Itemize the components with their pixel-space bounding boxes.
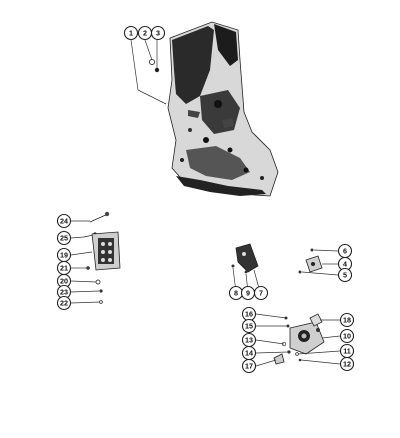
callout-label: 19 [60,251,68,260]
callout-label: 6 [343,247,347,256]
callout-label: 5 [343,271,347,280]
motor-assembly-10 [289,321,325,355]
callout-label: 24 [60,217,68,226]
callout-4: 4 [337,256,353,272]
callout-label: 20 [60,277,68,286]
callout-label: 15 [245,322,253,331]
callout-22: 22 [56,295,72,311]
callout-label: 8 [234,289,238,298]
cap-part-18 [309,313,323,327]
callout-label: 14 [245,349,253,358]
callout-label: 25 [60,234,68,243]
small-parts-lower [273,316,302,365]
callout-label: 7 [259,289,263,298]
callout-14: 14 [241,345,257,361]
callout-5: 5 [337,267,353,283]
callout-label: 21 [60,264,68,273]
callout-label: 2 [143,29,147,38]
callout-16: 16 [241,306,257,322]
callout-19: 19 [56,247,72,263]
callout-12: 12 [339,356,355,372]
callout-3: 3 [150,25,166,41]
main-bracket-plate [167,21,279,197]
callout-label: 3 [156,29,160,38]
callout-label: 18 [343,316,351,325]
switch-part-7 [235,243,259,273]
callout-13: 13 [241,332,257,348]
callout-25: 25 [56,230,72,246]
callout-2: 2 [137,25,153,41]
callout-label: 1 [129,29,133,38]
small-parts-8-9 [231,264,248,274]
callout-10: 10 [339,328,355,344]
callout-label: 4 [343,260,347,269]
callout-18: 18 [339,312,355,328]
callout-24: 24 [56,213,72,229]
callout-label: 10 [343,332,351,341]
callout-label: 9 [246,289,250,298]
nut-part [154,67,160,73]
small-parts-5-6 [298,248,314,274]
sensor-part-4 [305,255,323,273]
small-parts-left [86,266,103,304]
callout-17: 17 [241,358,257,374]
callout-label: 23 [60,288,68,297]
leader-lines [70,39,341,367]
callout-group: 1 2 3 24 25 19 21 20 23 22 6 4 5 8 9 7 1… [56,25,355,374]
callout-label: 11 [343,347,351,356]
callout-6: 6 [337,243,353,259]
callout-7: 7 [253,285,269,301]
bolt-part-24 [89,211,110,223]
callout-label: 12 [343,360,351,369]
callout-8: 8 [228,285,244,301]
callout-label: 16 [245,310,253,319]
callout-11: 11 [339,343,355,359]
block-part-19 [91,231,121,271]
callout-label: 22 [60,299,68,308]
callout-1: 1 [123,25,139,41]
washer-part [148,59,155,66]
callout-label: 13 [245,336,253,345]
callout-9: 9 [240,285,256,301]
callout-21: 21 [56,260,72,276]
callout-15: 15 [241,318,257,334]
callout-label: 17 [245,362,253,371]
